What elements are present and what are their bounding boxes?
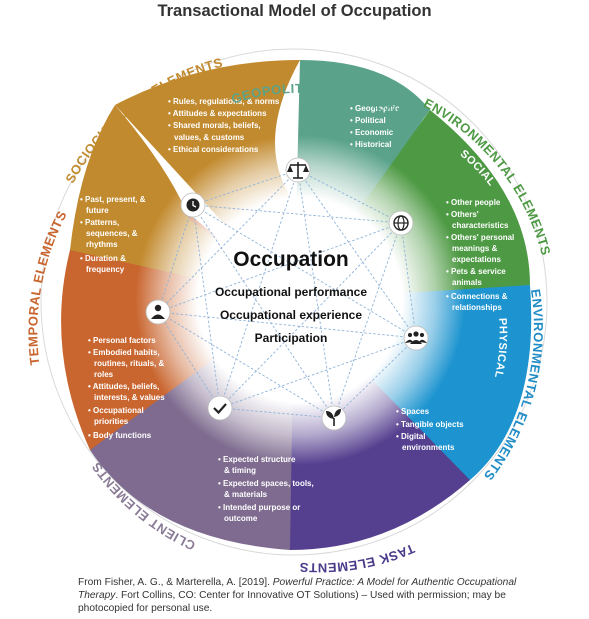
network-line — [333, 337, 417, 419]
citation-prefix: From Fisher, A. G., & Marterella, A. [20… — [78, 577, 273, 588]
scales-icon — [285, 157, 311, 183]
center-heading: Occupation — [233, 248, 349, 271]
list-item: • Tangible objects — [396, 420, 464, 429]
network-line — [157, 169, 299, 313]
list-item: & timing — [224, 466, 256, 475]
citation-suffix: . Fort Collins, CO: Center for Innovativ… — [78, 590, 506, 614]
list-item: relationships — [452, 303, 502, 312]
network-line — [157, 311, 417, 339]
list-item: routines, rituals, & — [94, 359, 164, 368]
network-lines — [157, 169, 417, 419]
list-item: animals — [452, 278, 482, 287]
sprout-icon — [321, 405, 347, 431]
network-line — [219, 407, 335, 419]
list-item: • Rules, regulations, & norms — [168, 97, 280, 106]
checkmark-icon — [207, 395, 233, 421]
list-item: • Other people — [446, 198, 501, 207]
list-item: roles — [94, 370, 114, 379]
list-item: • Personal factors — [88, 336, 156, 345]
list-item: • Economic — [350, 128, 394, 137]
citation-footer: From Fisher, A. G., & Marterella, A. [20… — [78, 576, 548, 615]
list-item: • Geographic — [350, 104, 400, 113]
physical-list: • Spaces • Tangible objects • Digital en… — [396, 407, 464, 452]
list-item: • Shared morals, beliefs, — [168, 121, 261, 130]
list-item: expectations — [452, 255, 501, 264]
list-item: interests, & values — [94, 393, 165, 402]
network-line — [192, 204, 402, 224]
center-line-performance: Occupational performance — [215, 285, 367, 299]
list-item: • Past, present, & — [80, 195, 146, 204]
sociocultural-list: • Rules, regulations, & norms • Attitude… — [168, 97, 280, 154]
network-line — [219, 337, 417, 409]
list-item: meanings & — [452, 244, 498, 253]
list-item: • Ethical considerations — [168, 145, 259, 154]
temporal-list: • Past, present, & future • Patterns, se… — [80, 195, 146, 274]
network-line — [192, 204, 417, 339]
list-item: characteristics — [452, 221, 509, 230]
list-item: • Expected structure — [218, 455, 296, 464]
list-item: • Pets & service — [446, 267, 506, 276]
clock-icon — [180, 192, 206, 218]
list-item: • Spaces — [396, 407, 430, 416]
network-line — [192, 169, 299, 206]
list-item: • Digital — [396, 432, 425, 441]
list-item: • Connections & — [446, 292, 508, 301]
list-item: • Historical — [350, 140, 391, 149]
network-line — [297, 169, 335, 419]
list-item: & materials — [224, 490, 268, 499]
network-line — [219, 169, 299, 409]
network-line — [192, 204, 335, 419]
list-item: • Body functions — [88, 431, 152, 440]
list-item: • Duration & — [80, 254, 126, 263]
list-item: values, & customs — [174, 133, 245, 142]
list-item: • Patterns, — [80, 218, 119, 227]
center-line-participation: Participation — [255, 331, 328, 345]
list-item: outcome — [224, 514, 258, 523]
network-line — [157, 311, 221, 409]
network-line — [297, 169, 402, 224]
people-icon — [403, 325, 429, 351]
list-item: environments — [402, 443, 455, 452]
list-item: • Others' — [446, 210, 479, 219]
list-item: • Attitudes & expectations — [168, 109, 267, 118]
list-item: • Intended purpose or — [218, 503, 300, 512]
network-line — [333, 222, 402, 419]
list-item: • Political — [350, 116, 386, 125]
task-list: • Expected structure & timing • Expected… — [218, 455, 314, 523]
person-icon — [145, 299, 171, 325]
list-item: • Embodied habits, — [88, 348, 160, 357]
list-item: future — [86, 206, 109, 215]
list-item: • Attitudes, beliefs, — [88, 382, 159, 391]
citation-book-title: Powerful Practice: A Model for Authentic… — [78, 577, 517, 601]
list-item: • Others' personal — [446, 233, 514, 242]
center-line-experience: Occupational experience — [220, 308, 362, 322]
list-item: rhythms — [86, 240, 118, 249]
diagram-title: Transactional Model of Occupation — [157, 2, 432, 20]
client-list: • Personal factors • Embodied habits, ro… — [88, 336, 165, 440]
network-line — [400, 222, 417, 339]
network-line — [157, 311, 335, 419]
social-list: • Other people • Others' characteristics… — [446, 198, 514, 312]
network-line — [297, 169, 417, 339]
network-line — [157, 204, 194, 313]
globe-icon — [388, 210, 414, 236]
list-item: priorities — [94, 417, 129, 426]
list-item: frequency — [86, 265, 125, 274]
geopolitical-list: • Geographic • Political • Economic • Hi… — [350, 104, 400, 149]
list-item: • Expected spaces, tools, — [218, 479, 314, 488]
list-item: sequences, & — [86, 229, 138, 238]
list-item: • Occupational — [88, 406, 144, 415]
